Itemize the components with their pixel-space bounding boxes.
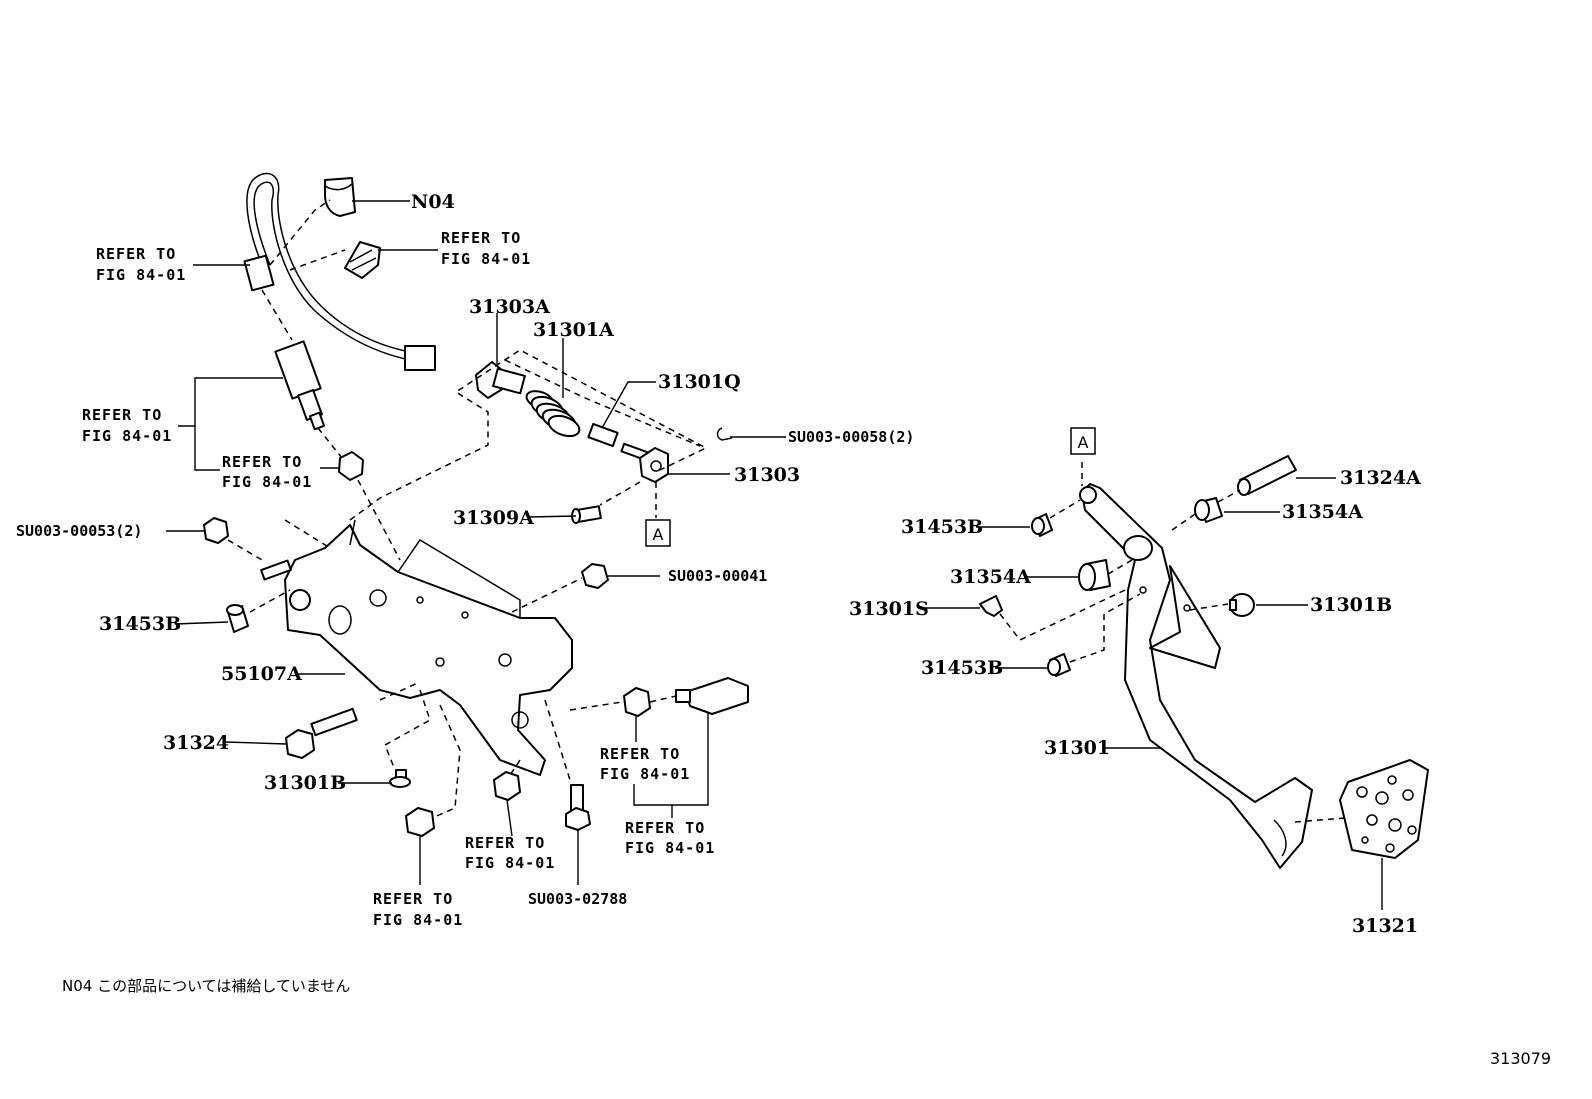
sleeve-31301q [587,422,619,448]
refer-nut-mid: REFER TO FIG 84-01 [465,834,555,872]
label-31301b-right: 31301B [1310,594,1392,616]
svg-text:FIG 84-01: FIG 84-01 [96,266,186,284]
label-31453b-left: 31453B [99,613,181,635]
label-31301b-left: 31301B [264,772,346,794]
svg-text:REFER TO: REFER TO [222,453,302,471]
svg-text:FIG 84-01: FIG 84-01 [222,473,312,491]
bushing-31453b-right-upper [1031,513,1053,537]
svg-text:FIG 84-01: FIG 84-01 [82,427,172,445]
bolt-31324 [285,707,358,759]
clip-su003-00058 [716,427,733,441]
label-su003-00041: SU003-00041 [668,567,767,585]
spring-31301a [525,390,581,438]
label-su003-00053: SU003-00053(2) [16,522,142,540]
pin-31309a [571,505,602,524]
svg-text:FIG 84-01: FIG 84-01 [465,854,555,872]
svg-text:FIG 84-01: FIG 84-01 [441,250,531,268]
refer-sensor: REFER TO FIG 84-01 [625,819,715,857]
refer-clamp: REFER TO FIG 84-01 [441,229,531,268]
label-su003-00058: SU003-00058(2) [788,428,914,446]
wire-clamp [344,241,381,279]
label-31303a: 31303A [469,296,550,318]
nut-lower-left [405,807,435,837]
label-31301: 31301 [1044,737,1110,759]
switch-nut [338,451,364,481]
label-31303: 31303 [734,464,800,486]
bushing-31354a-left [1078,559,1111,591]
bushing-31453b-right-lower [1047,653,1071,677]
bolt-31303a [475,361,526,399]
label-31309a: 31309A [453,507,534,529]
stopper-31301b-right [1229,593,1255,617]
svg-text:REFER TO: REFER TO [465,834,545,852]
label-31354a-right: 31354A [1282,501,1363,523]
nut-sensor [623,687,651,717]
stopper-31301s [979,595,1003,617]
svg-text:REFER TO: REFER TO [441,229,521,247]
label-n04: N04 [411,191,455,213]
refer-sensor-nut: REFER TO FIG 84-01 [600,745,690,783]
svg-text:REFER TO: REFER TO [96,245,176,263]
svg-text:FIG 84-01: FIG 84-01 [373,911,463,929]
figure-number: 313079 [1490,1049,1551,1068]
label-su003-02788: SU003-02788 [528,890,627,908]
stop-lamp-switch [274,340,326,431]
leader-lines [166,200,1383,910]
brake-pedal-arm [1079,483,1313,869]
svg-text:A: A [1078,433,1089,452]
position-sensor [675,677,749,715]
label-31321: 31321 [1352,915,1418,937]
svg-text:REFER TO: REFER TO [82,406,162,424]
n04-clip [324,177,356,217]
nut-lower-mid [493,771,521,801]
label-31301s: 31301S [849,598,929,620]
bracket-stud [260,559,311,611]
label-31324: 31324 [163,732,229,754]
pedal-bracket [284,519,573,776]
refer-harness-left: REFER TO FIG 84-01 [96,245,186,284]
refer-switch-nut: REFER TO FIG 84-01 [222,453,312,491]
wiring-harness [243,172,436,371]
callout-a-right: A [1070,427,1096,455]
refer-nut-left: REFER TO FIG 84-01 [373,890,463,929]
label-31301q: 31301Q [658,371,741,393]
label-31324a: 31324A [1340,467,1421,489]
nut-su003-00053 [203,517,229,544]
refer-labels: REFER TO FIG 84-01 REFER TO FIG 84-01 RE… [82,229,715,929]
svg-text:FIG 84-01: FIG 84-01 [625,839,715,857]
refer-switch: REFER TO FIG 84-01 [82,406,172,445]
alignment-lines [227,199,1346,823]
label-31453b-right-lower: 31453B [921,657,1003,679]
nut-su003-00041 [581,563,609,589]
pin-31303 [620,442,669,483]
part-labels: N04 31303A 31301A 31301Q SU003-00058(2) … [16,191,1421,937]
bolt-su003-02788 [565,784,591,831]
bushing-31354a-right [1194,497,1223,523]
svg-text:REFER TO: REFER TO [625,819,705,837]
stopper-31301b-left [389,769,411,788]
pin-31324a [1237,455,1297,496]
label-55107a: 55107A [221,663,302,685]
svg-text:REFER TO: REFER TO [373,890,453,908]
footnote: N04 この部品については補給していません [62,977,350,995]
label-31301a: 31301A [533,319,614,341]
label-31354a-left: 31354A [950,566,1031,588]
bushing-31453b-left [226,604,249,633]
svg-text:FIG 84-01: FIG 84-01 [600,765,690,783]
label-31453b-right-upper: 31453B [901,516,983,538]
svg-text:REFER TO: REFER TO [600,745,680,763]
callout-a-left: A [645,482,671,547]
svg-text:A: A [653,525,664,544]
pedal-pad-31321 [1339,759,1429,859]
